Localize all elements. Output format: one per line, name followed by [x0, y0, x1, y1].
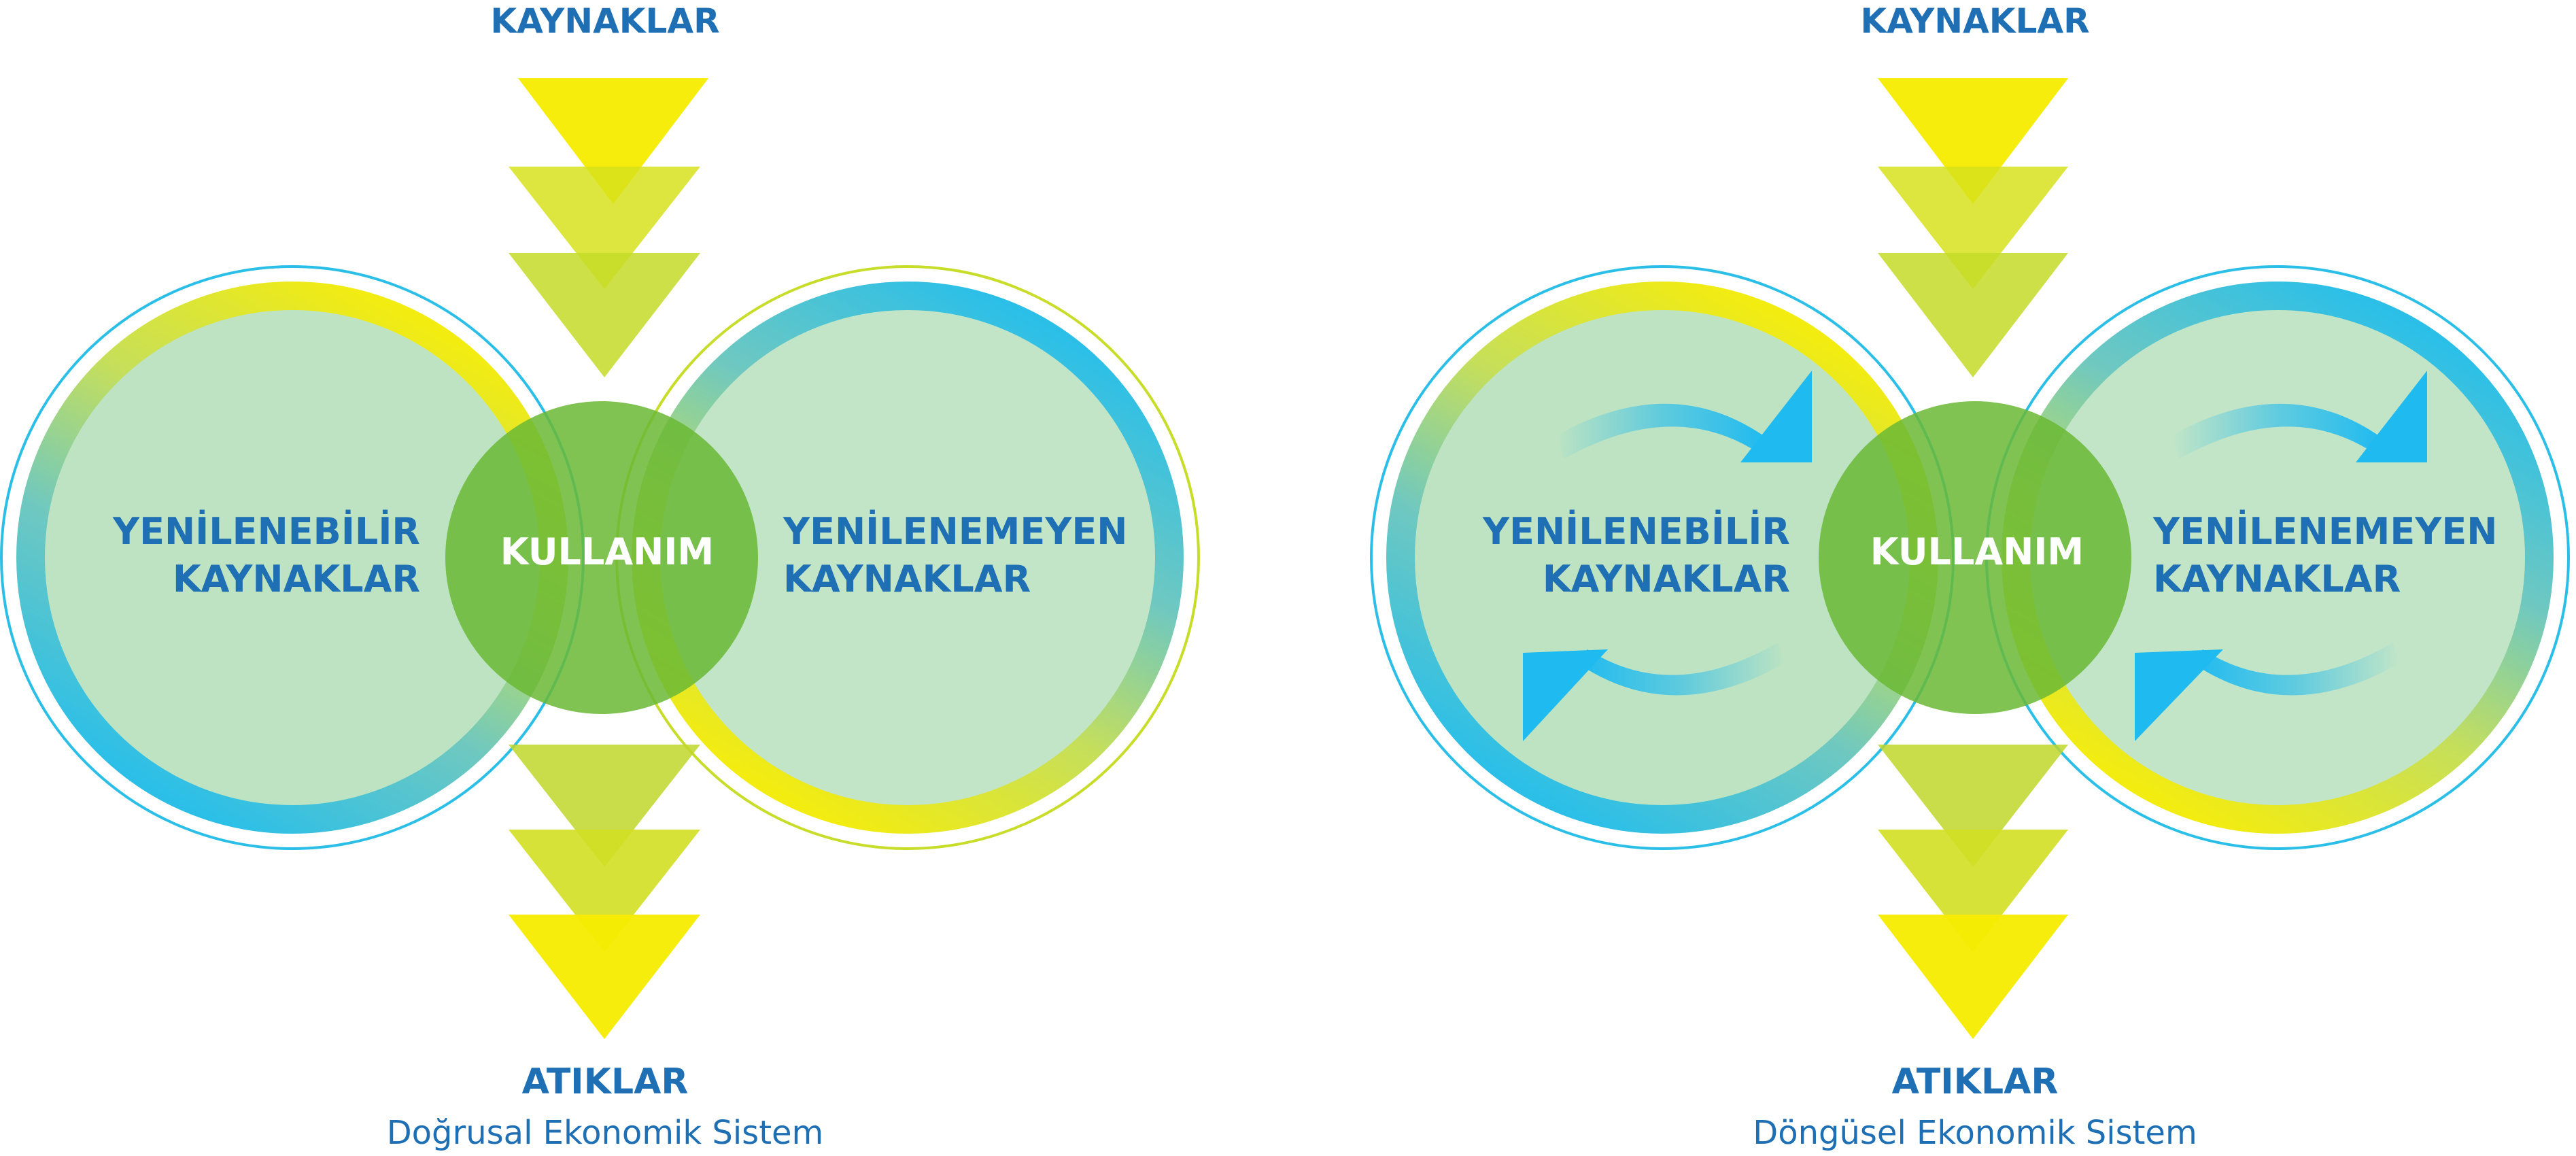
usage-circle	[445, 401, 758, 714]
renewable-label-line1: YENİLENEBİLİR	[112, 510, 420, 553]
diagram-caption: Döngüsel Ekonomik Sistem	[1753, 1114, 2197, 1152]
cycle-arrow-top-shaft	[2172, 403, 2383, 459]
usage-label: KULLANIM	[500, 530, 714, 573]
input-triangle-3	[509, 253, 700, 377]
input-triangle-2	[509, 167, 700, 289]
nonrenewable-label-line2: KAYNAKLAR	[783, 558, 1031, 600]
top-label: KAYNAKLAR	[1860, 1, 2089, 41]
waste-arrows	[1878, 745, 2068, 1039]
input-arrows	[1878, 78, 2068, 377]
top-label: KAYNAKLAR	[490, 1, 719, 41]
input-arrows	[509, 78, 708, 377]
waste-triangle-3	[1878, 915, 2068, 1039]
diagram-caption: Doğrusal Ekonomik Sistem	[387, 1114, 824, 1152]
cycle-arrow-bottom-shaft	[2193, 643, 2400, 696]
cycle-arrow-top-head	[1740, 371, 1812, 462]
cycle-arrows-nonrenewable	[2135, 371, 2427, 741]
waste-triangle-2	[509, 830, 700, 952]
bottom-label: ATIKLAR	[1892, 1061, 2059, 1102]
cycle-arrow-bottom-shaft	[1577, 643, 1785, 696]
renewable-label-line2: KAYNAKLAR	[1543, 558, 1790, 600]
waste-triangle-2	[1878, 830, 2068, 952]
input-triangle-1	[1878, 78, 2068, 204]
cycle-arrow-bottom-head	[2135, 649, 2223, 741]
usage-circle	[1819, 401, 2131, 714]
usage-label: KULLANIM	[1870, 530, 2084, 573]
renewable-label-line1: YENİLENEBİLİR	[1482, 510, 1790, 553]
renewable-label-line2: KAYNAKLAR	[173, 558, 420, 600]
nonrenewable-label-line1: YENİLENEMEYEN	[783, 510, 1127, 553]
input-triangle-1	[518, 78, 708, 204]
waste-arrows	[509, 745, 700, 1039]
cycle-arrows-renewable	[1523, 371, 1812, 741]
waste-triangle-3	[509, 915, 700, 1039]
cycle-arrow-top-shaft	[1557, 403, 1768, 459]
input-triangle-2	[1878, 167, 2068, 289]
cycle-arrow-bottom-head	[1523, 649, 1608, 741]
waste-triangle-1	[1878, 745, 2068, 867]
input-triangle-3	[1878, 253, 2068, 377]
cycle-arrow-top-head	[2356, 371, 2427, 462]
circular-system-diagram: KAYNAKLAR YENİLENEBİLİR KAYNAKLAR KULLAN…	[1370, 1, 2570, 1152]
waste-triangle-1	[509, 745, 700, 867]
bottom-label: ATIKLAR	[522, 1061, 689, 1102]
nonrenewable-label-line2: KAYNAKLAR	[2153, 558, 2401, 600]
nonrenewable-label-line1: YENİLENEMEYEN	[2152, 510, 2497, 553]
linear-system-diagram: KAYNAKLAR YENİLENEBİLİR KAYNAKLAR KULLAN…	[0, 1, 1200, 1152]
